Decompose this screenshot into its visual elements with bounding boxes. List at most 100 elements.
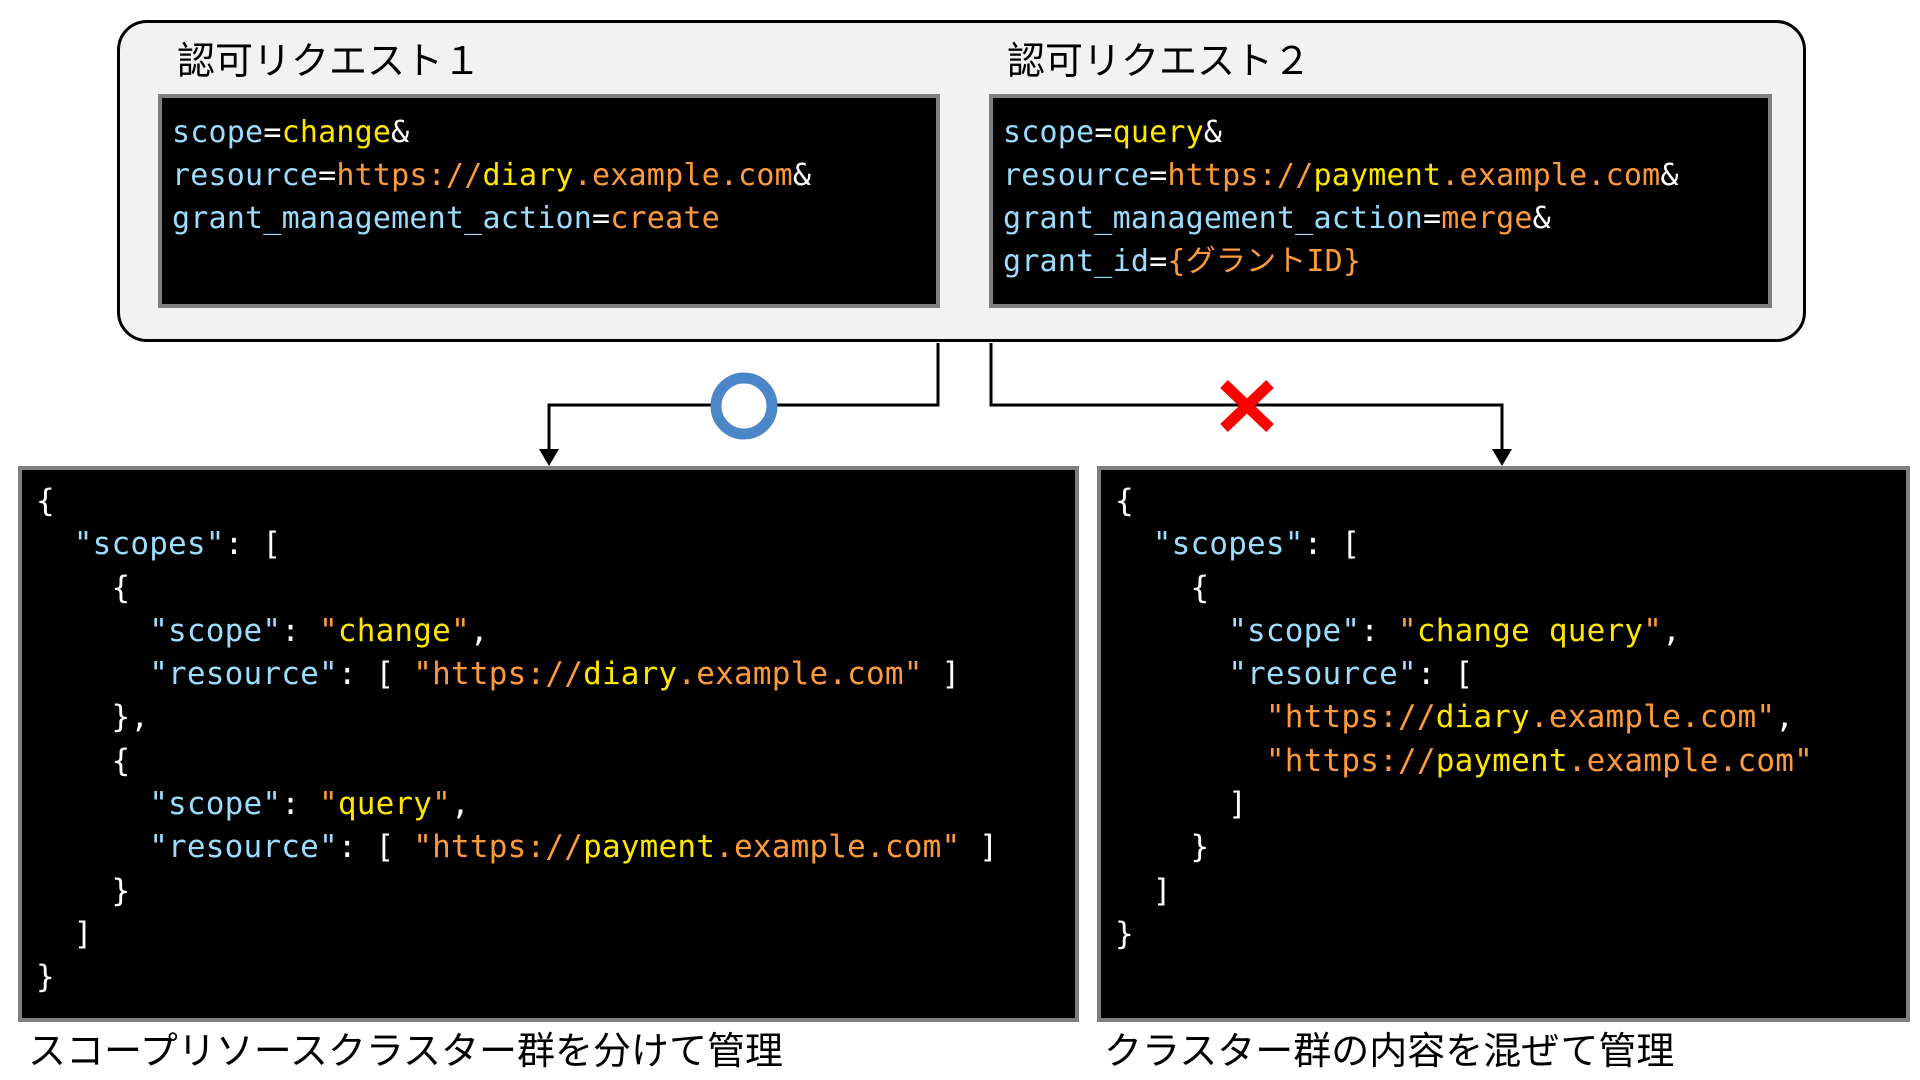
code-token: change [281, 115, 392, 150]
code-token: : [ [337, 656, 414, 693]
code-token: https:// [1167, 158, 1314, 193]
code-token: " [1643, 612, 1663, 649]
code-token: payment [1313, 158, 1442, 193]
code-token: & [1203, 115, 1223, 150]
code-token: & [1532, 201, 1551, 236]
code-token: : [ [1303, 526, 1361, 563]
code-token: & [391, 115, 410, 150]
request-2-title: 認可リクエスト２ [1007, 39, 1312, 83]
arrow-head-ng [1492, 449, 1512, 466]
code-line: ] [36, 913, 1061, 956]
code-token: = [1149, 244, 1168, 279]
code-token [1115, 743, 1266, 779]
code-token: .example.com" [677, 656, 923, 693]
code-token: ] [960, 829, 999, 866]
result-2-code: { "scopes": [ { "scope": "change query",… [1097, 466, 1910, 1022]
code-token: & [1660, 158, 1679, 193]
code-token [1115, 699, 1266, 735]
code-token: .example.com" [715, 829, 961, 866]
code-line: resource=https://payment.example.com& [1003, 154, 1758, 197]
code-line: grant_management_action=create [172, 197, 926, 240]
code-token [1115, 613, 1228, 649]
code-token [1115, 656, 1228, 692]
code-token: ] [1115, 872, 1172, 909]
code-line: "https://diary.example.com", [1115, 696, 1892, 739]
code-line: { [1115, 480, 1892, 523]
code-token: = [318, 158, 337, 193]
code-token: : [ [224, 526, 282, 563]
code-token: ] [922, 656, 961, 693]
request-1-title: 認可リクエスト１ [177, 39, 482, 83]
code-token: diary [583, 656, 678, 693]
ng-cross-icon [1220, 380, 1274, 432]
code-token: { [36, 483, 55, 519]
code-token: merge [1441, 201, 1533, 236]
code-token: change [337, 612, 452, 649]
code-token: diary [482, 158, 574, 193]
code-line: "resource": [ [1115, 653, 1892, 696]
code-token: "https:// [413, 656, 584, 693]
code-token: .example.com" [1567, 742, 1813, 779]
code-token: payment [583, 829, 716, 866]
result-1-code: { "scopes": [ { "scope": "change", "reso… [18, 466, 1079, 1022]
code-token: , [469, 612, 489, 649]
code-token [36, 613, 149, 649]
code-token: = [1094, 115, 1113, 150]
code-token [36, 656, 149, 692]
code-token: "resource" [149, 829, 338, 866]
code-token: resource [172, 158, 319, 193]
code-token: "scope" [1228, 612, 1361, 649]
code-token: " [318, 786, 338, 823]
code-line: "scopes": [ [36, 523, 1061, 566]
code-line: { [36, 740, 1061, 783]
code-token: , [1662, 612, 1681, 649]
code-token: "https:// [1265, 742, 1436, 779]
code-token [36, 786, 149, 822]
code-token: .example.com [1441, 158, 1661, 193]
code-token: { [36, 569, 131, 606]
code-line: "resource": [ "https://payment.example.c… [36, 826, 1061, 869]
code-line: "scope": "change query", [1115, 610, 1892, 653]
code-token: , [1775, 699, 1795, 736]
code-token: https:// [336, 158, 483, 193]
ok-circle-icon [710, 372, 778, 440]
code-token: create [610, 201, 720, 236]
code-token [1115, 526, 1153, 562]
code-line: ] [1115, 783, 1892, 826]
code-token: = [1149, 158, 1168, 193]
code-token: : [281, 612, 319, 649]
code-line: } [36, 956, 1061, 999]
code-token: , [451, 786, 470, 823]
code-token: payment [1435, 742, 1568, 779]
code-token: : [281, 786, 319, 823]
code-token: grant_management_action [172, 201, 593, 236]
code-line: } [1115, 826, 1892, 869]
arrow-head-ok [539, 449, 559, 466]
code-token: grant_management_action [1003, 201, 1424, 236]
code-token: & [792, 158, 812, 193]
code-token: "scopes" [1152, 526, 1304, 563]
code-token: " [1397, 612, 1417, 649]
code-line: "scopes": [ [1115, 523, 1892, 566]
code-line: { [36, 480, 1061, 523]
code-line: grant_id={グラントID} [1003, 240, 1758, 283]
code-token: = [263, 115, 282, 150]
code-line: resource=https://diary.example.com& [172, 154, 926, 197]
code-line: { [1115, 567, 1892, 610]
code-token: } [1115, 915, 1134, 952]
code-token: { [1115, 483, 1134, 519]
code-token: query [337, 786, 433, 823]
code-token: "scope" [149, 612, 282, 649]
code-token: "https:// [413, 829, 584, 866]
code-token: "scope" [149, 786, 282, 823]
code-token: "scopes" [73, 526, 225, 563]
code-token: : [1360, 612, 1398, 649]
code-line: scope=query& [1003, 111, 1758, 154]
code-token: }, [36, 699, 150, 736]
code-token: : [ [337, 829, 414, 866]
code-token: " [318, 612, 338, 649]
code-token: query [1112, 115, 1204, 150]
code-token: scope [172, 115, 264, 150]
code-token: = [1423, 201, 1442, 236]
